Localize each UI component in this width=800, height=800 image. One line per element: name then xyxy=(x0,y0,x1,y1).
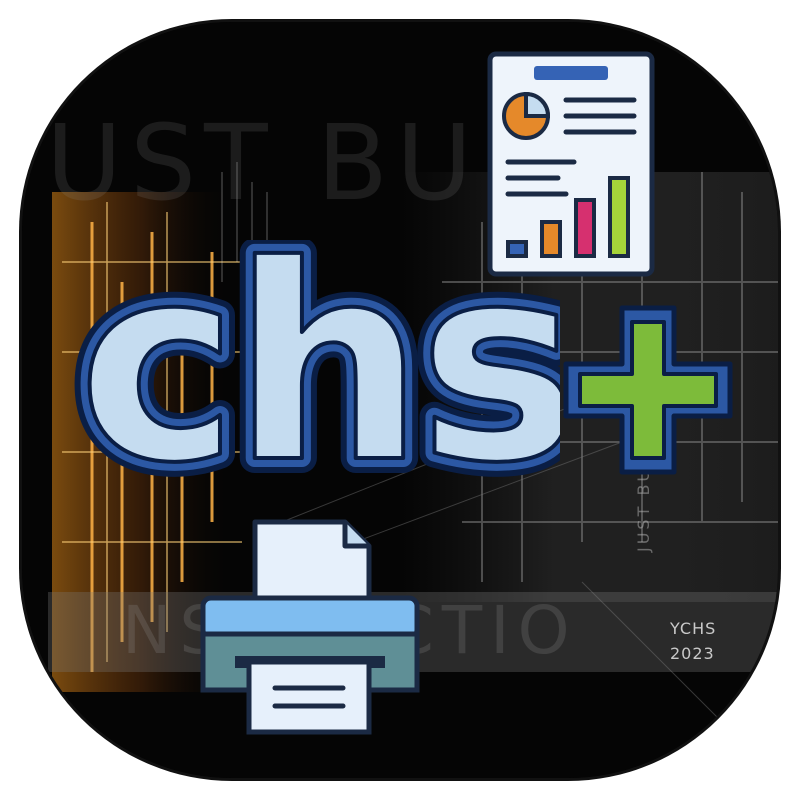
logo-text-outline: chs xyxy=(78,240,560,500)
logo-text: chs xyxy=(78,240,560,500)
year-label-line1: YCHS xyxy=(670,619,717,638)
background-text-top: UST BU xyxy=(46,102,481,224)
logo-text-mid: chs xyxy=(78,240,560,500)
chs-logo: chs chs chs xyxy=(63,240,560,500)
year-label-line2: 2023 xyxy=(670,644,715,663)
plus-icon xyxy=(563,305,733,475)
report-document-icon xyxy=(487,51,655,277)
printer-icon xyxy=(200,519,420,735)
